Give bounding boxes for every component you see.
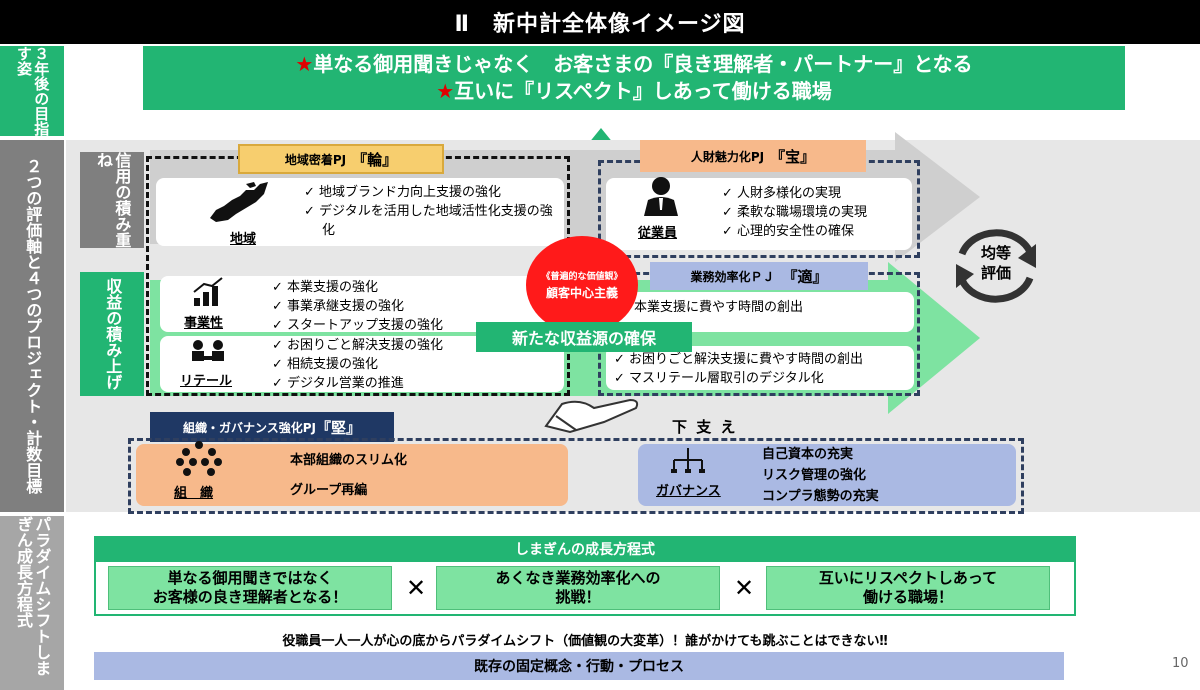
governance-items: 自己資本の充実 リスク管理の強化 コンプラ態勢の充実 xyxy=(762,444,879,507)
goal-line-1: ★単なる御用聞きじゃなく お客さまの『良き理解者・パートナー』となる xyxy=(295,52,973,76)
star-icon: ★ xyxy=(295,52,314,76)
new-revenue-banner: 新たな収益源の確保 xyxy=(476,322,692,352)
list-item: ✓ 地域ブランド力向上支援の強化 xyxy=(304,185,502,200)
list-item: ✓ 本業支援の強化 xyxy=(272,280,379,295)
support-label: 下 支 え xyxy=(672,418,738,436)
organization-label: 組 織 xyxy=(174,486,214,501)
equation-box-2: あくなき業務効率化への挑戦！ xyxy=(436,566,720,610)
list-item: ✓ 柔軟な職場環境の実現 xyxy=(722,205,868,220)
list-item: ✓ スタートアップ支援の強化 xyxy=(272,318,444,333)
organization-people-icon xyxy=(176,441,222,476)
fixed-concepts-bar: 既存の固定概念・行動・プロセス xyxy=(94,652,1064,680)
governance-card xyxy=(638,444,1016,506)
employee-person-icon xyxy=(644,177,678,216)
list-item: ✓ デジタルを活用した地域活性化支援の強化 xyxy=(304,204,553,238)
people-meeting-icon xyxy=(192,340,224,361)
equation-box-3: 互いにリスペクトしあって働ける職場！ xyxy=(766,566,1050,610)
slogan-text: 役職員一人一人が心の底からパラダイムシフト（価値観の大変革）！誰がかけても跳ぶこ… xyxy=(282,634,888,649)
goal-side-label: ３年後の目指す姿 xyxy=(0,46,64,136)
list-item: ✓ デジタル営業の推進 xyxy=(272,376,404,391)
list-item: 自己資本の充実 xyxy=(762,447,854,462)
page-title: Ⅱ 新中計全体像イメージ図 xyxy=(0,0,1200,44)
list-item: ✓ マスリテール層取引のデジタル化 xyxy=(614,371,824,386)
takara-project-tag: 人財魅力化PJ『宝』 xyxy=(640,140,866,172)
list-item: ✓ お困りごと解決支援の強化 xyxy=(272,338,444,353)
star-icon: ★ xyxy=(436,79,455,103)
list-item: ✓ 事業承継支援の強化 xyxy=(272,299,405,314)
retail-label: リテール xyxy=(180,374,233,389)
support-hand-icon xyxy=(544,398,639,434)
times-icon: ✕ xyxy=(733,574,755,602)
efficiency-bottom-card xyxy=(606,346,914,390)
list-item: ✓ 心理的安全性の確保 xyxy=(722,224,855,239)
times-icon: ✕ xyxy=(405,574,427,602)
trust-axis-label: 信用の積み重ね xyxy=(80,152,144,248)
equation-title: しまぎんの成長方程式 xyxy=(94,536,1076,562)
employee-items: ✓ 人財多様化の実現 ✓ 柔軟な職場環境の実現 ✓ 心理的安全性の確保 xyxy=(722,184,867,241)
teki-project-tag: 業務効率化ＰＪ『適』 xyxy=(650,262,868,290)
equation-box-1: 単なる御用聞きではなくお客様の良き理解者となる！ xyxy=(108,566,392,610)
business-items: ✓ 本業支援の強化 ✓ 事業承継支援の強化 ✓ スタートアップ支援の強化 xyxy=(272,278,443,335)
retail-items: ✓ お困りごと解決支援の強化 ✓ 相続支援の強化 ✓ デジタル営業の推進 xyxy=(272,336,443,393)
profit-axis-label: 収益の積み上げ xyxy=(80,272,144,396)
efficiency-top-item: 本業支援に費やす時間の創出 xyxy=(634,300,804,315)
list-item: 本部組織のスリム化 xyxy=(290,453,408,468)
paradigm-side-label: パラダイムシフトしまぎん成長方程式 xyxy=(0,516,64,690)
list-item: ✓ お困りごと解決支援に費やす時間の創出 xyxy=(614,352,864,367)
list-item: グループ再編 xyxy=(290,483,368,498)
shimane-map-icon xyxy=(210,182,268,222)
ken-project-tag: 組織・ガバナンス強化PJ『堅』 xyxy=(150,412,394,442)
region-items: ✓ 地域ブランド力向上支援の強化 ✓ デジタルを活用した地域活性化支援の強化 xyxy=(304,183,562,240)
customer-centric-circle: 《普遍的な価値観》 顧客中心主義 xyxy=(526,236,638,334)
org-chart-icon xyxy=(671,448,705,473)
organization-card xyxy=(136,444,568,506)
list-item: ✓ 人財多様化の実現 xyxy=(722,186,842,201)
axes-side-label: ２つの評価軸と４つのプロジェクト・計数目標 xyxy=(0,140,64,512)
list-item: リスク管理の強化 xyxy=(762,468,867,483)
cycle-arrows-icon xyxy=(956,229,1036,303)
wa-project-tag: 地域密着PJ『輪』 xyxy=(238,144,444,174)
governance-label: ガバナンス xyxy=(656,484,721,499)
employee-label: 従業員 xyxy=(638,226,678,241)
business-label: 事業性 xyxy=(184,316,224,331)
bar-chart-icon xyxy=(193,277,223,306)
ken-project-frame xyxy=(128,438,1024,514)
list-item: コンプラ態勢の充実 xyxy=(762,489,879,504)
fair-eval-text: 均等評価 xyxy=(980,244,1011,282)
organization-items: 本部組織のスリム化 グループ再編 xyxy=(290,446,407,506)
page-number: 10 xyxy=(1172,656,1189,671)
goal-banner: ★単なる御用聞きじゃなく お客さまの『良き理解者・パートナー』となる ★互いに『… xyxy=(143,46,1125,110)
list-item: ✓ 相続支援の強化 xyxy=(272,357,379,372)
region-label: 地域 xyxy=(230,232,257,247)
goal-line-2: ★互いに『リスペクト』しあって働ける職場 xyxy=(436,79,832,103)
efficiency-items: ✓ お困りごと解決支援に費やす時間の創出 ✓ マスリテール層取引のデジタル化 xyxy=(614,350,863,388)
